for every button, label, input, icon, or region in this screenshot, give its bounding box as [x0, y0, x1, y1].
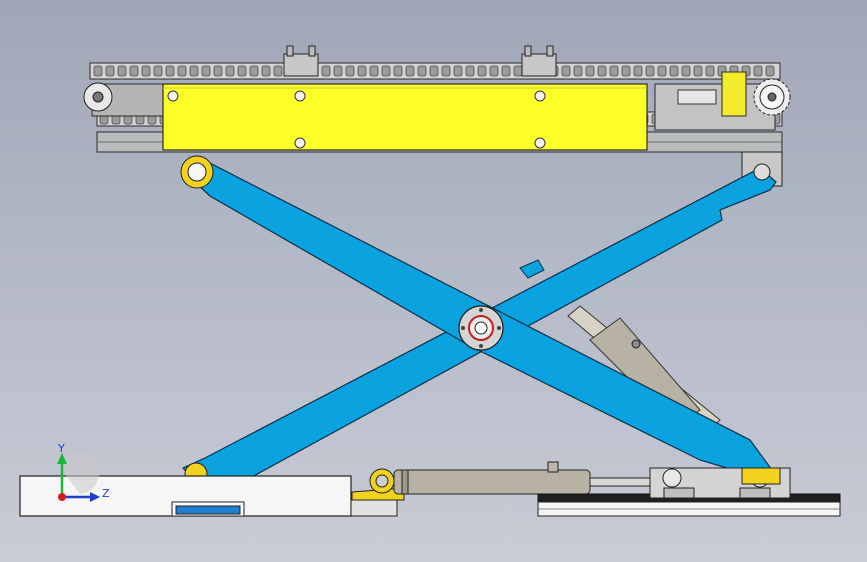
chain-link: [213, 65, 223, 77]
chain-link: [681, 65, 691, 77]
right-carriage[interactable]: [649, 467, 791, 499]
chain-link: [465, 65, 475, 77]
chain-link: [105, 65, 115, 77]
top-bracket-left: [283, 45, 319, 77]
chain-link: [429, 65, 439, 77]
right-sprocket: [753, 78, 791, 116]
chain-link: [201, 65, 211, 77]
chain-link: [609, 65, 619, 77]
top-left-pin: [180, 155, 214, 189]
base-assembly[interactable]: [19, 461, 841, 517]
z-axis-label: Z: [102, 487, 110, 500]
chain-link: [621, 65, 631, 77]
chain-link: [573, 65, 583, 77]
chain-link: [189, 65, 199, 77]
top-bracket-right: [521, 45, 557, 77]
chain-link: [237, 65, 247, 77]
base-hydraulic-cylinder[interactable]: [351, 461, 653, 501]
chain-link: [273, 65, 283, 77]
chain-link: [393, 65, 403, 77]
scissor-arms[interactable]: [180, 155, 777, 486]
yellow-table-plate[interactable]: [162, 83, 648, 151]
chain-link: [369, 65, 379, 77]
hydraulic-ram[interactable]: [567, 305, 721, 433]
upper-chain: [89, 62, 781, 80]
chain-link: [453, 65, 463, 77]
chain-link: [633, 65, 643, 77]
chain-link: [225, 65, 235, 77]
chain-link: [657, 65, 667, 77]
coordinate-triad: Y Z: [57, 442, 110, 502]
chain-link: [249, 65, 259, 77]
chain-link: [597, 65, 607, 77]
top-right-pin: [753, 163, 771, 181]
chain-link: [441, 65, 451, 77]
chain-link: [417, 65, 427, 77]
chain-link: [489, 65, 499, 77]
chain-link: [405, 65, 415, 77]
chain-link: [153, 65, 163, 77]
chain-link: [261, 65, 271, 77]
chain-link: [333, 65, 343, 77]
left-sprocket: [83, 82, 113, 112]
chain-link: [117, 65, 127, 77]
chain-link: [705, 65, 715, 77]
chain-link: [669, 65, 679, 77]
chain-link: [501, 65, 511, 77]
chain-link: [765, 65, 775, 77]
chain-link: [645, 65, 655, 77]
chain-link: [141, 65, 151, 77]
center-pivot[interactable]: [458, 305, 504, 351]
chain-link: [381, 65, 391, 77]
chain-link: [129, 65, 139, 77]
chain-link: [693, 65, 703, 77]
chain-link: [357, 65, 367, 77]
table-bolts: [167, 90, 546, 149]
chain-link: [165, 65, 175, 77]
chain-link: [93, 65, 103, 77]
chain-link: [321, 65, 331, 77]
y-axis-label: Y: [57, 442, 65, 455]
origin-marker: [58, 493, 66, 501]
chain-link: [177, 65, 187, 77]
chain-link: [753, 65, 763, 77]
chain-link: [477, 65, 487, 77]
chain-link: [585, 65, 595, 77]
chain-link: [513, 65, 523, 77]
chain-link: [561, 65, 571, 77]
chain-link: [345, 65, 355, 77]
